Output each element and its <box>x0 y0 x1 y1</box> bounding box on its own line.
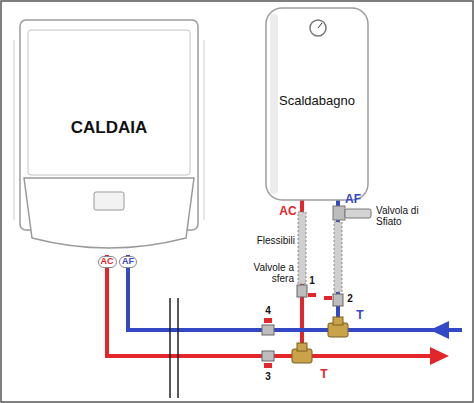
tee-fitting <box>333 317 343 325</box>
port-label: AC <box>98 256 117 268</box>
boiler-bracket <box>204 40 205 220</box>
flow-arrow <box>430 321 449 339</box>
ball-valve <box>333 294 343 306</box>
port-label: AF <box>119 256 137 268</box>
part-name: Flessibili <box>257 235 295 246</box>
water-heater: Scaldabagno <box>266 8 368 200</box>
part-name: Valvola di Sfiato <box>376 205 434 227</box>
valve-handle <box>264 363 272 368</box>
ball-valve <box>297 285 307 297</box>
boiler-base <box>24 178 194 248</box>
heater-shade <box>270 14 278 194</box>
callout-number: 4 <box>265 305 271 316</box>
hot-pipe <box>302 354 432 358</box>
break-line <box>169 298 171 398</box>
node-title: Scaldabagno <box>279 93 355 108</box>
flexible-hose <box>298 212 306 284</box>
boiler-bracket <box>14 40 15 220</box>
valve-body <box>333 206 345 220</box>
relief-valve <box>345 209 371 218</box>
callout-number: 1 <box>309 275 315 286</box>
valve-handle <box>324 296 332 300</box>
callout-number: 3 <box>265 371 271 382</box>
flow-arrow <box>430 347 449 365</box>
port-label: AC <box>279 205 296 218</box>
fitting-label: T <box>320 368 327 381</box>
valve-handle <box>264 318 272 323</box>
boiler-control <box>94 192 124 210</box>
heater-tank <box>266 8 368 200</box>
flexible-hose <box>334 222 342 292</box>
boiler-panel <box>28 30 190 175</box>
part-name: Valvole a sfera <box>246 262 294 284</box>
tee-fitting <box>297 343 307 351</box>
node-title: CALDAIA <box>71 118 148 138</box>
break-line <box>177 298 179 398</box>
ball-valve <box>262 351 274 361</box>
ball-valve <box>262 325 274 335</box>
port-label: AF <box>345 193 361 206</box>
callout-number: 2 <box>347 293 353 304</box>
gauge <box>310 20 326 36</box>
fitting-label: T <box>356 309 363 322</box>
valve-handle <box>308 293 316 297</box>
boiler: CALDAIA <box>20 20 198 255</box>
gauge-needle <box>318 23 322 28</box>
